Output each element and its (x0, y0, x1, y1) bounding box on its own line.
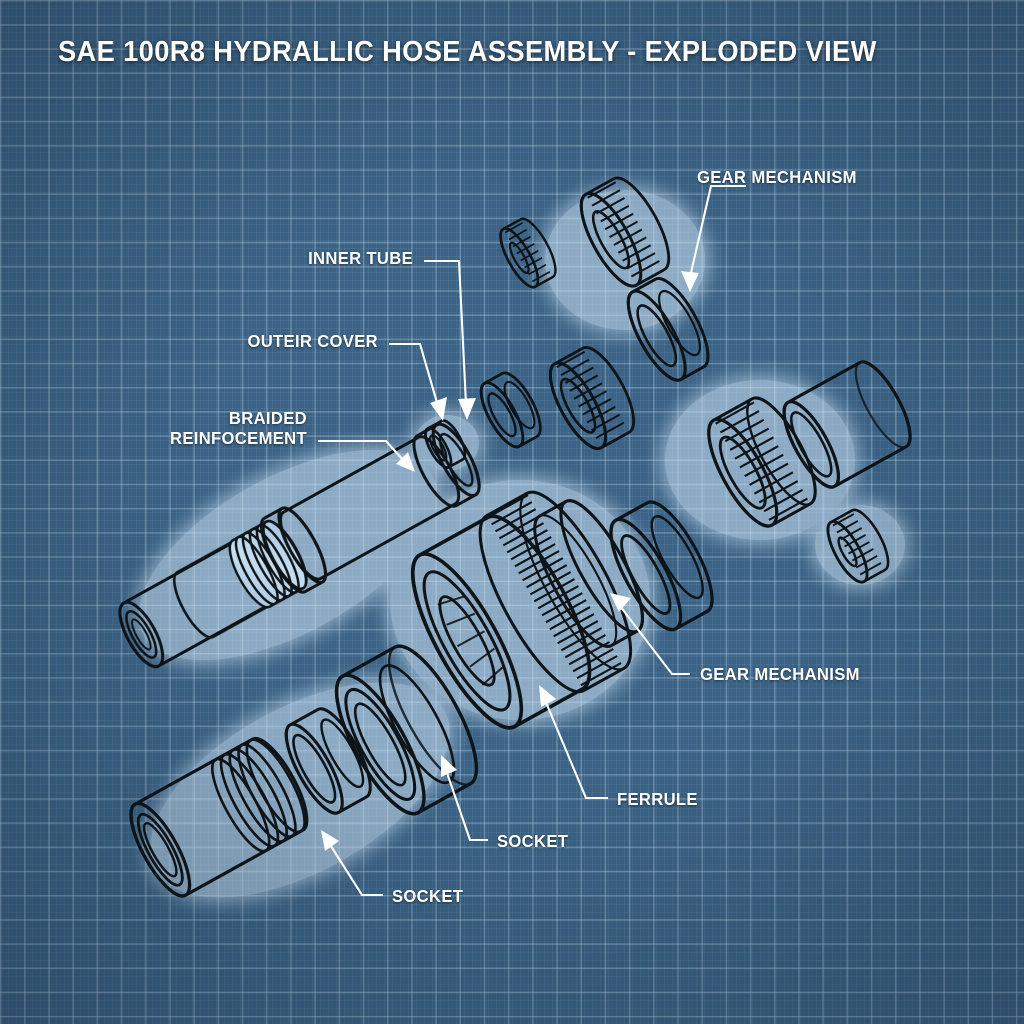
label-socket-lower: SOCKET (392, 886, 464, 906)
gear-mechanism-mid-upper (548, 346, 636, 451)
label-outer-cover: OUTEIR COVER (247, 331, 378, 351)
label-braided-reinforcement: BRAIDED REINFOCEMENT (170, 408, 307, 449)
inner-tube-ring (424, 419, 467, 469)
gear-small-top (499, 217, 557, 289)
label-gear-mechanism-mid: GEAR MECHANISM (700, 664, 860, 684)
leader-inner-tube (424, 259, 476, 420)
ferrule-assembly (410, 490, 644, 730)
label-inner-tube: INNER TUBE (308, 248, 413, 268)
leader-socket-lower (321, 830, 383, 897)
bearing-ring-top (626, 277, 710, 382)
leader-gear-mechanism-top (681, 184, 746, 292)
leader-ferrule (539, 685, 608, 800)
page-title: SAE 100R8 HYDRALLIC HOSE ASSEMBLY - EXPL… (58, 36, 877, 68)
socket-collar (334, 644, 479, 816)
gear-mechanism-right (707, 396, 817, 528)
gear-small-right (826, 508, 890, 584)
label-gear-mechanism-top: GEAR MECHANISM (697, 167, 857, 187)
gear-teeth-band (478, 490, 633, 694)
outer-cover-ring (479, 371, 542, 449)
braided-hose-assembly (118, 422, 481, 669)
leader-outer-cover (389, 342, 447, 421)
leader-braided-reinforcement (318, 439, 415, 472)
leader-gear-mechanism-mid (610, 593, 690, 676)
gear-large-top (579, 176, 671, 288)
label-ferrule: FERRULE (617, 789, 698, 809)
sleeve-cylinder (782, 360, 912, 489)
leader-socket-upper (441, 755, 488, 842)
label-socket-upper: SOCKET (497, 831, 569, 851)
socket-body (129, 737, 309, 898)
